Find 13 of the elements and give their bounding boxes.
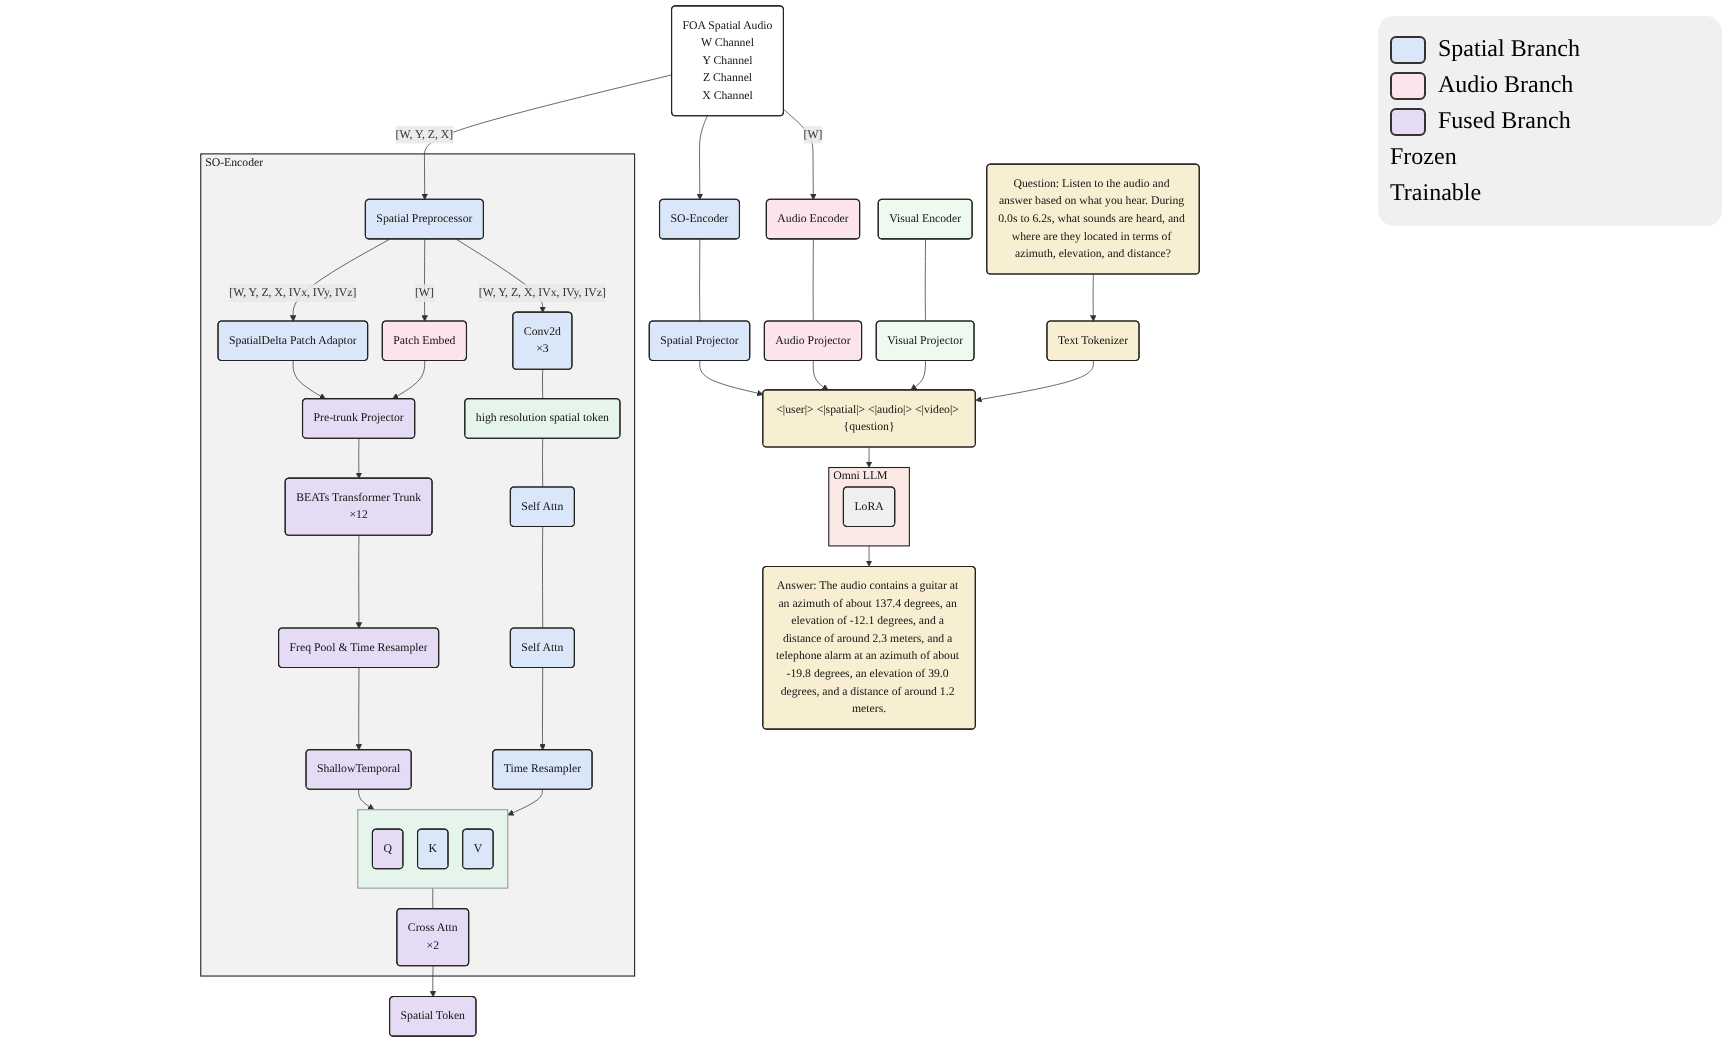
legend-label: Spatial Branch [1438, 34, 1580, 64]
connector [924, 238, 926, 322]
connector [542, 526, 544, 629]
legend-label: Fused Branch [1438, 106, 1571, 136]
connector [432, 887, 434, 909]
connector [699, 238, 701, 322]
connector [812, 238, 814, 322]
cluster [357, 809, 509, 889]
legend-label: Audio Branch [1438, 70, 1574, 100]
connector [542, 369, 544, 400]
connector [542, 438, 544, 488]
legend-label: Trainable [1390, 178, 1482, 208]
legend-label: Frozen [1390, 142, 1457, 172]
